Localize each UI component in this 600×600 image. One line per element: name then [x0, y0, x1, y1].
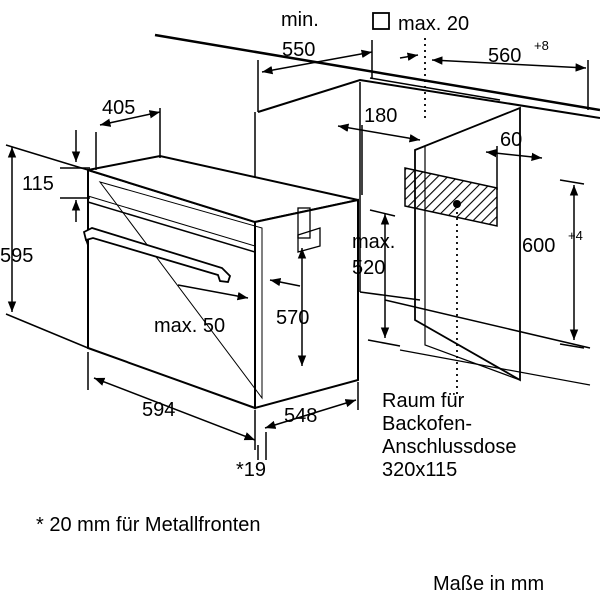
label-520: 520: [352, 257, 385, 279]
dimension-labels: min. 550 max. 20 560 +8 405 180 60 115 5…: [0, 9, 583, 481]
label-550: 550: [282, 39, 315, 61]
countertop-edge: [154, 33, 600, 112]
socket-note: Raum für Backofen- Anschlussdose 320x115: [382, 390, 517, 482]
socket-note-line: Backofen-: [382, 413, 473, 435]
niche-top-edge: [257, 78, 600, 119]
label-594: 594: [142, 399, 175, 421]
niche-floor: [384, 299, 591, 349]
label-600: 600: [522, 235, 555, 257]
label-180: 180: [364, 105, 397, 127]
oven-door-handle: [82, 227, 232, 283]
socket-hatch: [404, 167, 498, 227]
oven-side: [254, 198, 359, 410]
label-405: 405: [102, 97, 135, 119]
label-max: max.: [352, 231, 395, 253]
label-60: 60: [500, 129, 522, 151]
label-560-tolerance: +8: [534, 38, 549, 53]
label-570: 570: [276, 307, 309, 329]
label-115: 115: [22, 173, 54, 195]
niche-cabinet: [154, 33, 600, 405]
socket-note-line: Anschlussdose: [382, 436, 517, 458]
square-symbol-icon: [372, 12, 390, 30]
label-min: min.: [281, 9, 319, 31]
units-note: Maße in mm: [433, 573, 545, 595]
label-600-tolerance: +4: [568, 228, 583, 243]
dimension-lines: [5, 40, 589, 460]
socket-center-dot: [453, 200, 461, 208]
label-max-50: max. 50: [154, 315, 225, 337]
label-19: *19: [236, 459, 266, 481]
label-max-20: max. 20: [398, 13, 469, 35]
oven-appliance: [82, 154, 359, 410]
socket-note-line: 320x115: [382, 459, 458, 481]
socket-note-line: Raum für: [382, 390, 465, 412]
label-548: 548: [284, 405, 317, 427]
footnote: * 20 mm für Metallfronten: [36, 514, 261, 536]
label-595: 595: [0, 245, 33, 267]
label-560: 560: [488, 45, 521, 67]
socket-area: [404, 167, 498, 395]
